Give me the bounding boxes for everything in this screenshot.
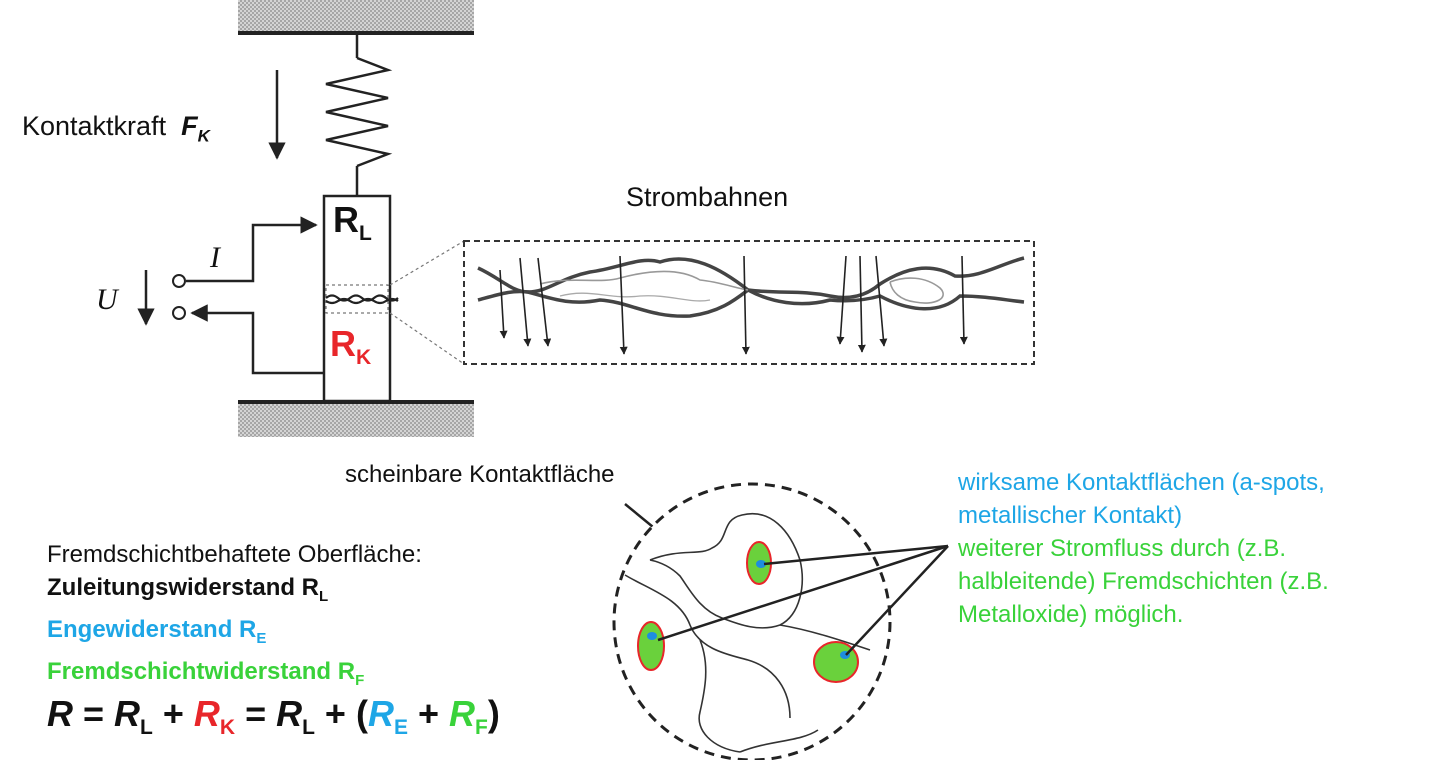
- terminal-top: [172, 274, 186, 288]
- surface-heading: Fremdschichtbehaftete Oberfläche:: [47, 541, 422, 568]
- top-plate: [238, 0, 474, 35]
- legend-lead-resistance: Zuleitungswiderstand RL: [47, 574, 329, 605]
- contact-resistance-label: RK: [330, 323, 372, 370]
- current-paths-inset: [463, 240, 1035, 365]
- a-spot-1: [746, 541, 772, 585]
- lead-resistance-label: RL: [333, 199, 372, 246]
- apparent-area-label: scheinbare Kontaktfläche: [345, 461, 615, 488]
- bottom-plate: [238, 400, 474, 437]
- a-spot-2: [637, 621, 665, 671]
- apparent-contact-area: [612, 482, 892, 760]
- contact-force-sub: K: [197, 126, 210, 146]
- legend-film-resistance: Fremdschichtwiderstand RF: [47, 657, 365, 689]
- a-spot-3: [813, 641, 859, 683]
- a-spot-annotation: wirksame Kontaktflächen (a-spots, metall…: [958, 466, 1329, 631]
- resistance-equation: R = RL + RK = RL + (RE + RF): [47, 693, 500, 740]
- contact-body: [322, 194, 399, 403]
- green-annotation-line-1: weiterer Stromfluss durch (z.B.: [958, 535, 1287, 562]
- contact-force-symbol: F: [181, 111, 198, 141]
- current-wiring: [186, 216, 323, 375]
- blue-annotation-line-1: wirksame Kontaktflächen (a-spots,: [958, 469, 1325, 496]
- annotation-lines: [657, 544, 949, 656]
- current-paths-label: Strombahnen: [626, 182, 789, 212]
- green-annotation-line-2: halbleitende) Fremdschichten (z.B.: [958, 568, 1329, 595]
- contact-force-label: Kontaktkraft FK: [22, 111, 210, 146]
- legend-constriction-resistance: Engewiderstand RE: [47, 615, 267, 647]
- green-annotation-line-3: Metalloxide) möglich.: [958, 601, 1184, 628]
- zoom-lines: [389, 240, 465, 365]
- surface-legend: Fremdschichtbehaftete Oberfläche: Zuleit…: [47, 538, 422, 696]
- terminal-bottom: [172, 306, 186, 320]
- blue-annotation-line-2: metallischer Kontakt): [958, 502, 1183, 529]
- spring: [325, 33, 393, 196]
- voltage-symbol: U: [96, 283, 118, 316]
- current-symbol: I: [210, 241, 220, 274]
